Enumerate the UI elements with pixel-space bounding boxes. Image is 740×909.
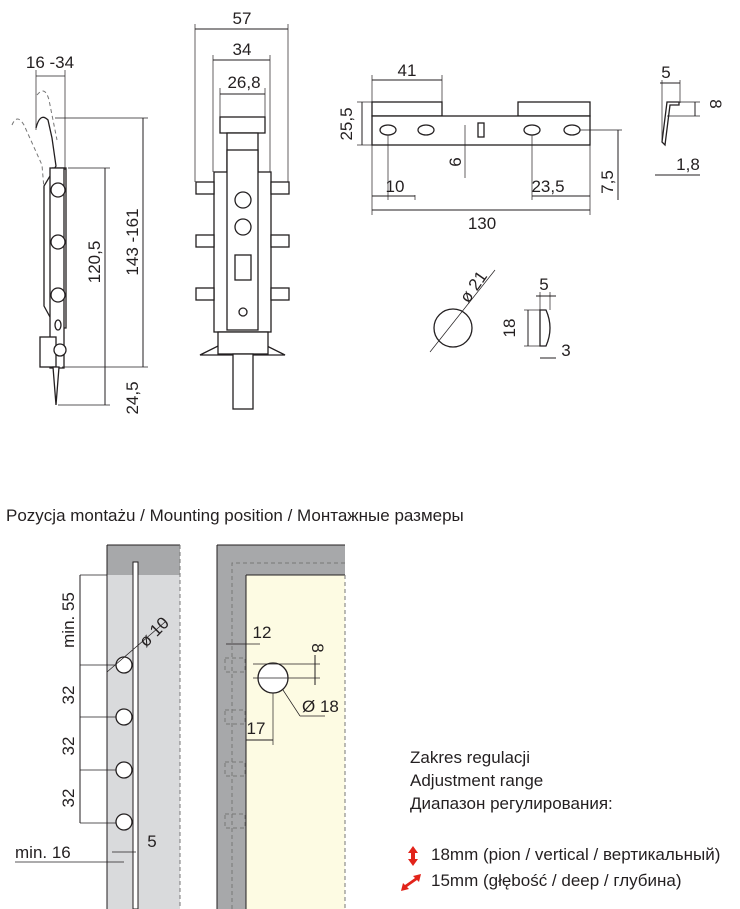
dim-offset-17: 17	[247, 719, 266, 738]
dim-profile-thickness: 1,8	[676, 155, 700, 174]
dim-width-range: 16 -34	[26, 53, 74, 72]
front-view: 57 34 26,8	[194, 9, 290, 410]
dim-body-width: 34	[233, 40, 252, 59]
cap-view: ø 21 5 18 3	[429, 267, 571, 360]
dim-height-range: 143 -161	[123, 208, 142, 275]
dim-pitch-3: 32	[59, 789, 78, 808]
dim-slot: 6	[446, 157, 465, 166]
adjustment-vertical: 18mm (pion / vertical / вертикальный)	[431, 845, 720, 864]
dim-edge-min: min. 16	[15, 843, 71, 862]
bracket-view: 41 25,5 6 10 23,5 130 7,5	[337, 61, 622, 233]
dim-overall-width: 57	[233, 9, 252, 28]
dim-top-min: min. 55	[59, 592, 78, 648]
dim-offset-8: 8	[308, 643, 327, 652]
dim-edge: 7,5	[598, 170, 617, 194]
side-view: 16 -34 120,5 143 -161 24,5	[11, 53, 148, 415]
dim-profile-width: 5	[661, 63, 670, 82]
dim-offset: 5	[147, 832, 156, 851]
dim-cap-thickness: 3	[561, 341, 570, 360]
dim-pitch-2: 32	[59, 737, 78, 756]
dim-profile-height: 8	[706, 99, 725, 108]
mounting-right-panel: 12 8 Ø 18 17	[216, 544, 346, 909]
dim-offset-12: 12	[253, 623, 272, 642]
dim-bracket-offset: 41	[398, 61, 417, 80]
vertical-arrow-icon	[408, 846, 418, 866]
dim-cap-height: 18	[500, 319, 519, 338]
dim-left-hole: 10	[386, 177, 405, 196]
dim-hole-18: Ø 18	[302, 697, 339, 716]
dim-pitch-1: 32	[59, 686, 78, 705]
adjustment-label-ru: Диапазон регулирования:	[410, 794, 613, 813]
dim-cap-diameter: ø 21	[456, 267, 491, 306]
bracket-profile-view: 5 8 1,8	[655, 63, 725, 176]
mounting-left-panel: min. 55 ø 10 32 32 32 min. 16 5	[15, 544, 181, 909]
dim-tip: 24,5	[123, 381, 142, 414]
dim-cap-depth: 5	[539, 275, 548, 294]
adjustment-range: Zakres regulacji Adjustment range Диапаз…	[401, 748, 720, 891]
dim-hole-span: 120,5	[85, 241, 104, 284]
adjustment-depth: 15mm (głębość / deep / глубина)	[431, 871, 682, 890]
adjustment-label-pl: Zakres regulacji	[410, 748, 530, 767]
dim-bracket-height: 25,5	[337, 107, 356, 140]
adjustment-label-en: Adjustment range	[410, 771, 543, 790]
dim-bracket-length: 130	[468, 214, 496, 233]
dim-right-hole: 23,5	[531, 177, 564, 196]
mounting-title: Pozycja montażu / Mounting position / Мо…	[6, 506, 464, 525]
depth-arrow-icon	[401, 874, 421, 891]
dim-inner-width: 26,8	[227, 73, 260, 92]
